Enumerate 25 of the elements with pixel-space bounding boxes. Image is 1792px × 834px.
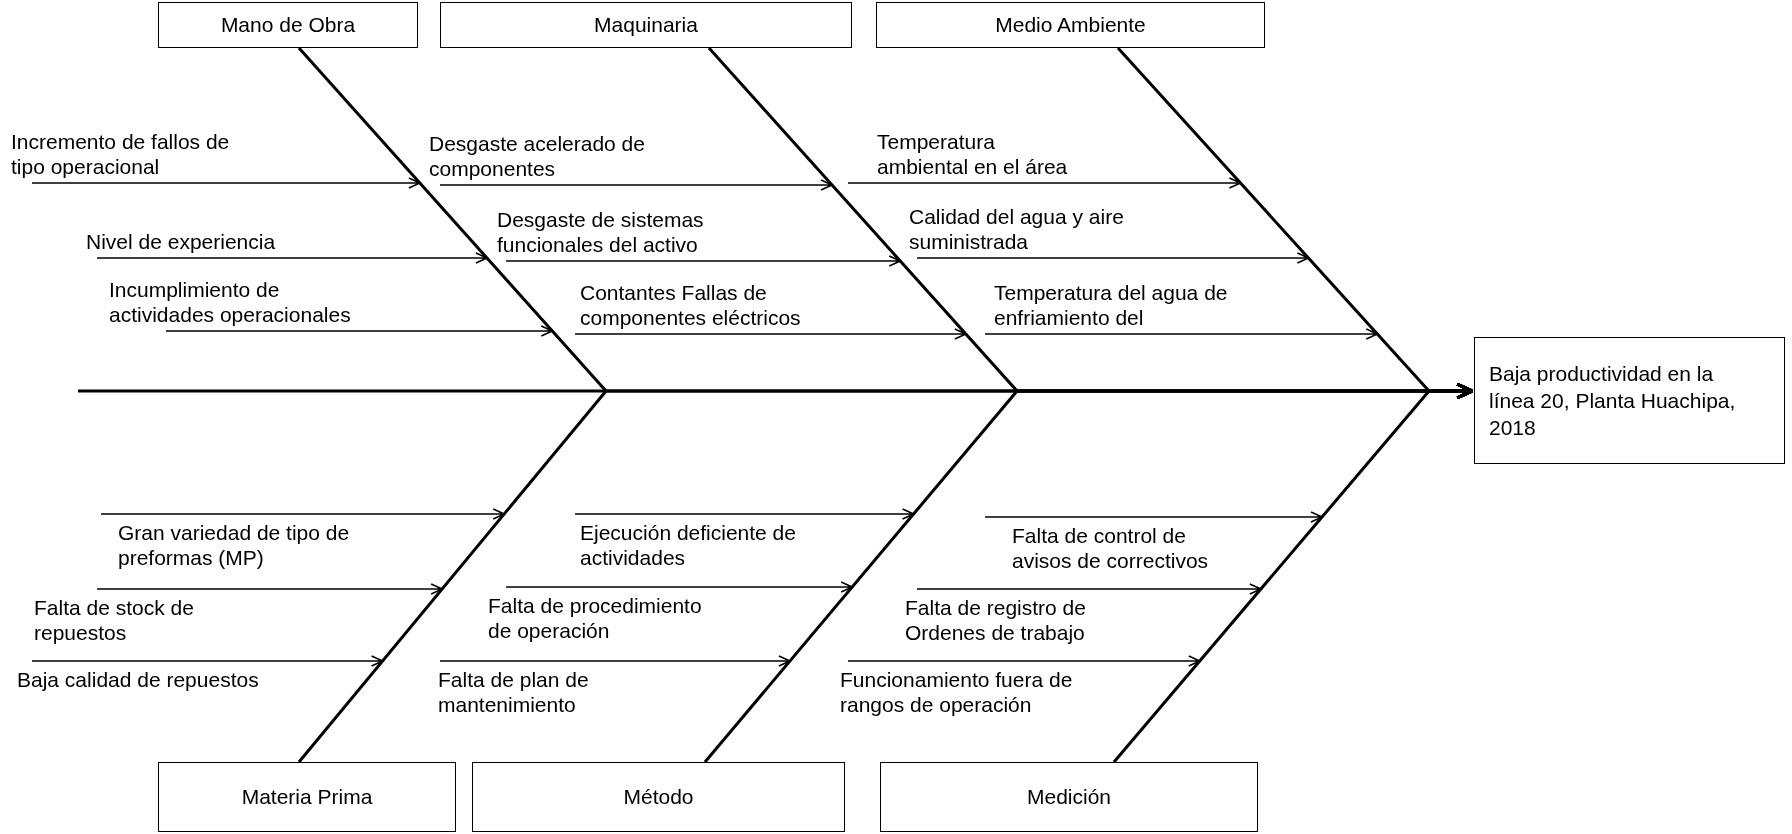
cause-text: Temperatura del agua de enfriamiento del: [994, 279, 1232, 330]
cause-text: Calidad del agua y aire suministrada: [909, 203, 1189, 254]
category-box: Mano de Obra: [158, 2, 418, 48]
cause-text: Gran variedad de tipo de preformas (MP): [118, 520, 398, 571]
category-box: Maquinaria: [440, 2, 852, 48]
effect-box: Baja productividad en la línea 20, Planta Huachipa, 2018: [1474, 337, 1785, 464]
cause-text: Ejecución deficiente de actividades: [580, 520, 842, 571]
category-box: Medio Ambiente: [876, 2, 1265, 48]
cause-text: Incumplimiento de actividades operacionales: [109, 276, 371, 327]
cause-text: Desgaste acelerado de componentes: [429, 130, 714, 181]
category-box: Método: [472, 762, 845, 832]
cause-text: Falta de stock de repuestos: [34, 595, 269, 646]
cause-text: Falta de registro de Ordenes de trabajo: [905, 595, 1131, 646]
cause-text: Temperatura ambiental en el área: [877, 128, 1085, 179]
cause-text: Contantes Fallas de componentes eléctricos: [580, 279, 855, 330]
cause-text: Falta de control de avisos de correctivos: [1012, 523, 1240, 574]
cause-text: Falta de plan de mantenimiento: [438, 667, 610, 718]
cause-text: Incremento de fallos de tipo operacional: [11, 128, 263, 179]
cause-text: Desgaste de sistemas funcionales del activo: [497, 206, 777, 257]
cause-text: Funcionamiento fuera de rangos de operación: [840, 667, 1078, 718]
cause-text: Baja calidad de repuestos: [17, 667, 322, 693]
cause-text: Falta de procedimiento de operación: [488, 593, 728, 644]
category-box: Medición: [880, 762, 1258, 832]
category-box: Materia Prima: [158, 762, 456, 832]
cause-text: Nivel de experiencia: [86, 228, 376, 254]
